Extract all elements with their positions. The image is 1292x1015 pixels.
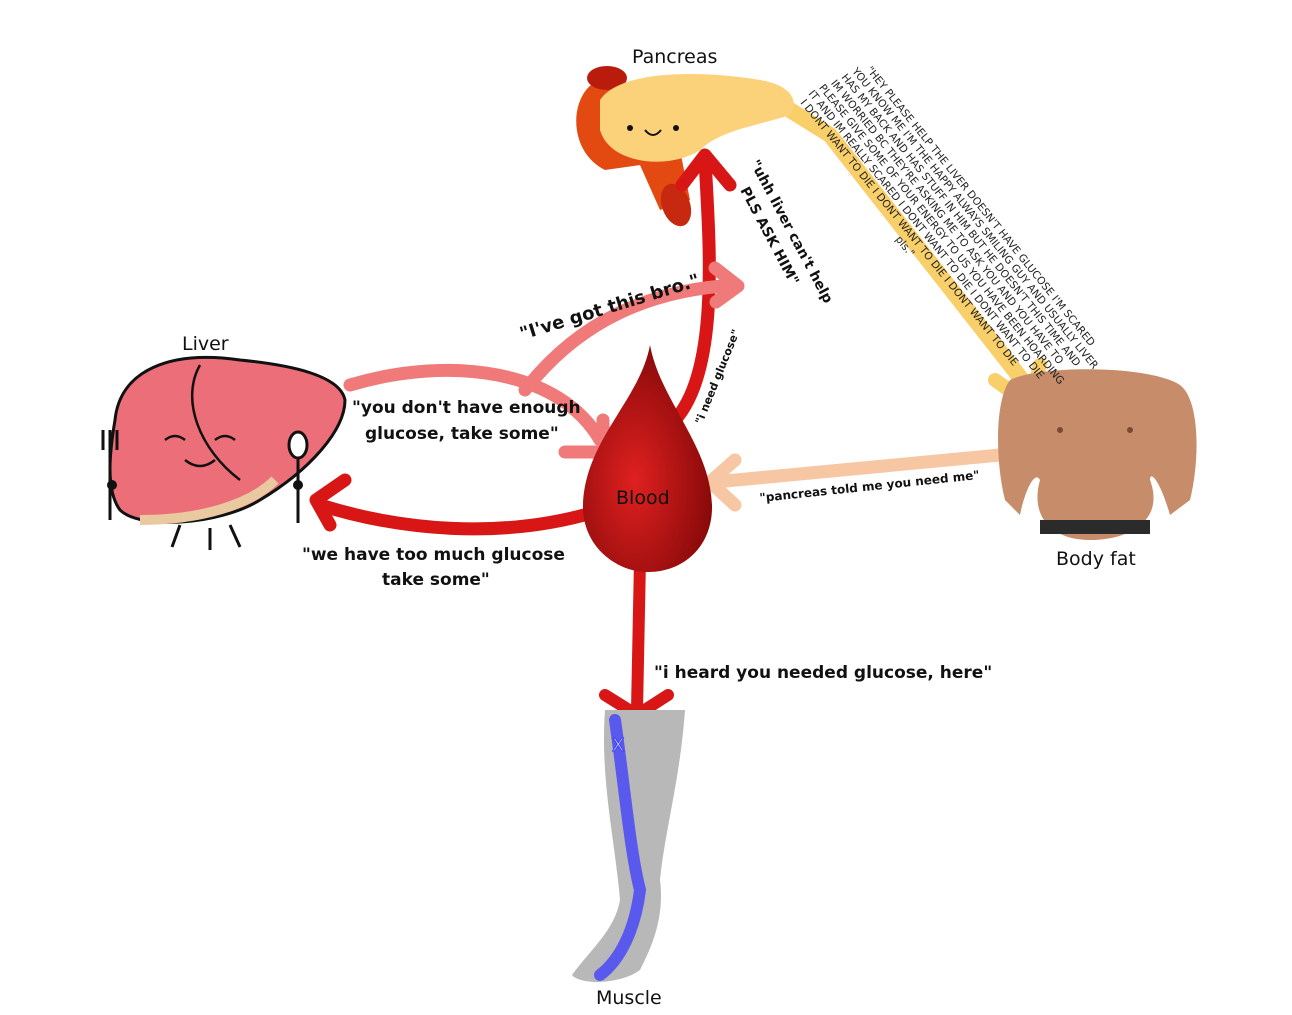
arrow-blood-to-muscle bbox=[599, 554, 674, 721]
liver-label: Liver bbox=[182, 333, 229, 355]
muscle-marker: X bbox=[612, 735, 624, 756]
plea-line: PLEASE GIVE SOME OF YOUR ENERGY TO US YO… bbox=[816, 82, 1066, 387]
arrow-blood-to-liver bbox=[309, 473, 602, 536]
blood-label: Blood bbox=[616, 487, 670, 509]
liver-illustration bbox=[101, 356, 347, 550]
blood-drop bbox=[582, 345, 713, 572]
pancreas-label: Pancreas bbox=[632, 46, 717, 68]
message-not-enough-1: "you don't have enough bbox=[352, 398, 581, 418]
muscle-label: Muscle bbox=[596, 987, 662, 1009]
plea-line: IM WORRIED BC THEY'RE ASKING ME TO ASK Y… bbox=[828, 78, 1065, 367]
message-got-this: "I've got this bro." bbox=[517, 270, 702, 345]
arrow-bodyfat-to-blood bbox=[703, 448, 1007, 512]
muscle-leg-illustration bbox=[572, 710, 685, 982]
arrow-blood-to-pancreas bbox=[663, 148, 737, 432]
message-too-much-1: "we have too much glucose bbox=[302, 545, 565, 565]
bodyfat-illustration bbox=[998, 369, 1197, 540]
pancreas-plea: "HEY PLEASE HELP THE LIVER DOESN'T HAVE … bbox=[798, 64, 1101, 387]
message-too-much-2: take some" bbox=[382, 570, 490, 590]
pancreas-illustration bbox=[576, 66, 794, 227]
message-not-enough-2: glucose, take some" bbox=[365, 424, 559, 444]
bodyfat-label: Body fat bbox=[1056, 548, 1136, 570]
plea-line: HAS MY BACK AND HAS STUFF IN HIM BUT HE … bbox=[839, 72, 1083, 369]
message-heard-needed: "i heard you needed glucose, here" bbox=[654, 663, 992, 683]
